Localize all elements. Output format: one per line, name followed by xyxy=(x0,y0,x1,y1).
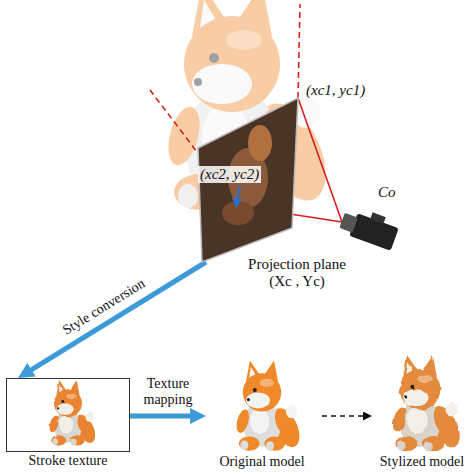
stylize-arrow xyxy=(322,415,368,417)
camera-top xyxy=(370,212,386,223)
node-caption: Original model xyxy=(219,454,304,470)
node-caption: Projection plane (Xc , Yc) xyxy=(238,256,356,290)
point-coordinate: (xc1, yc1) xyxy=(304,82,367,99)
style-conversion-arrow xyxy=(25,262,206,374)
node-caption: Stylized model xyxy=(380,454,464,470)
original-model-figure xyxy=(234,360,305,451)
stylized-model-figure xyxy=(391,355,466,451)
pointer-head xyxy=(232,198,242,208)
plane-shape xyxy=(198,98,298,262)
camera-lens xyxy=(339,213,358,233)
node-caption: Stroke texture xyxy=(29,453,108,469)
point-coordinate: (xc2, yc2) xyxy=(198,166,261,183)
ray xyxy=(298,98,342,222)
camera-label: Co xyxy=(376,184,398,201)
edge-label: Texture mapping xyxy=(134,376,202,408)
texture-mapping-arrow xyxy=(130,414,198,419)
ray-dashed xyxy=(298,4,300,98)
edge-label: Style conversion xyxy=(60,276,148,339)
stroke-texture-model xyxy=(48,380,99,446)
source-model xyxy=(163,0,340,211)
stroke-texture-box: Stroke texture xyxy=(6,378,130,452)
pointer-line xyxy=(237,186,240,200)
original-model: Original model xyxy=(206,358,318,452)
projected-image xyxy=(248,125,272,161)
camera-icon xyxy=(338,203,401,250)
stylized-model: Stylized model xyxy=(374,354,470,452)
